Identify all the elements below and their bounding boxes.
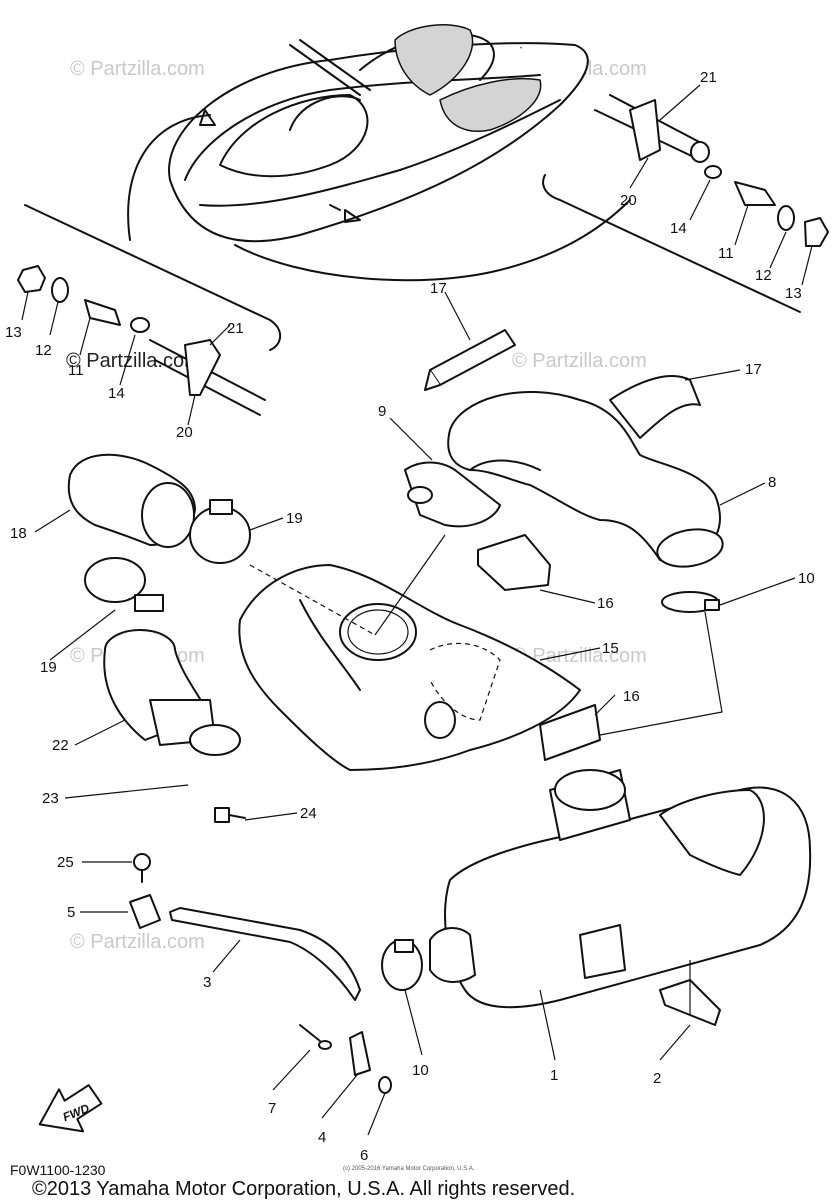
muffler-body-15	[238, 564, 581, 771]
heat-pad-16-upper	[477, 534, 551, 591]
callout-20: 20	[620, 192, 637, 209]
callout-25: 25	[57, 854, 74, 871]
callout-9: 9	[378, 403, 386, 420]
watermark: © Partzilla.com	[70, 931, 205, 953]
callout-5: 5	[67, 904, 75, 921]
callout-8: 8	[768, 474, 776, 491]
callout-17: 17	[745, 361, 762, 378]
callout-1: 1	[550, 1067, 558, 1084]
callout-4: 4	[318, 1129, 326, 1146]
callout-12: 12	[755, 267, 772, 284]
watercraft-illustration: •	[127, 24, 631, 282]
callout-21: 21	[227, 320, 244, 337]
gasket-23	[189, 724, 241, 756]
callout-17: 17	[430, 280, 447, 297]
callouts: 21 20 14 11 12 13 21 20 14 11 12 13 17 1…	[5, 69, 815, 1164]
callout-13: 13	[785, 285, 802, 302]
right-group-bracket	[542, 174, 801, 313]
heat-pad-16-lower	[539, 704, 601, 761]
hose-clamp-10-lower	[381, 939, 423, 991]
callout-2: 2	[653, 1070, 661, 1087]
callout-11: 11	[718, 245, 734, 262]
callout-10: 10	[412, 1062, 429, 1079]
callout-3: 3	[203, 974, 211, 991]
watermark: © Partzilla.com	[512, 645, 647, 667]
callout-21: 21	[700, 69, 717, 86]
watermark: © Partzilla.com	[66, 350, 201, 372]
callout-10: 10	[798, 570, 815, 587]
heat-pad-17-right	[609, 375, 701, 439]
callout-19: 19	[40, 659, 57, 676]
callout-16: 16	[597, 595, 614, 612]
leader-lines	[21, 84, 813, 1136]
hose-clamp-19-upper	[189, 499, 251, 564]
callout-16: 16	[623, 688, 640, 705]
pin-7	[299, 1024, 332, 1050]
bolt-24	[214, 807, 246, 823]
figure-code: F0W1100-1230	[10, 1162, 106, 1178]
callout-24: 24	[300, 805, 317, 822]
watermark: © Partzilla.com	[70, 58, 205, 80]
washer-6	[378, 1076, 392, 1094]
watermark: © Partzilla.com	[512, 350, 647, 372]
rubber-elbow-18	[67, 453, 196, 548]
hose-clamp-19-lower	[84, 557, 164, 612]
callout-7: 7	[268, 1100, 276, 1117]
hull-marking: •	[520, 46, 522, 52]
right-fitting-cluster	[594, 94, 829, 247]
screw-25	[133, 853, 151, 883]
strap-3	[169, 907, 361, 1001]
callout-19: 19	[286, 510, 303, 527]
callout-6: 6	[360, 1147, 368, 1164]
left-fitting-cluster	[17, 265, 266, 416]
callout-14: 14	[108, 385, 125, 402]
bracket-4	[349, 1031, 371, 1076]
exhaust-hose-8	[404, 391, 724, 568]
callout-20: 20	[176, 424, 193, 441]
copyright-notice: ©2013 Yamaha Motor Corporation, U.S.A. A…	[32, 1178, 575, 1200]
fwd-arrow: FWD	[38, 1084, 103, 1133]
callout-12: 12	[35, 342, 52, 359]
callout-22: 22	[52, 737, 69, 754]
callout-23: 23	[42, 790, 59, 807]
fine-print: (c) 2005-2016 Yamaha Motor Corporation, …	[343, 1166, 475, 1172]
muffler-1	[429, 769, 812, 1009]
hose-clamp-10-upper	[661, 591, 720, 613]
callout-13: 13	[5, 324, 22, 341]
bracket-5	[129, 894, 161, 929]
callout-11: 11	[68, 362, 84, 379]
callout-15: 15	[602, 640, 619, 657]
heat-pad-17-upper	[424, 329, 516, 391]
callout-18: 18	[10, 525, 27, 542]
exhaust-elbow-22	[103, 629, 216, 746]
callout-14: 14	[670, 220, 687, 237]
left-group-bracket	[24, 204, 282, 351]
